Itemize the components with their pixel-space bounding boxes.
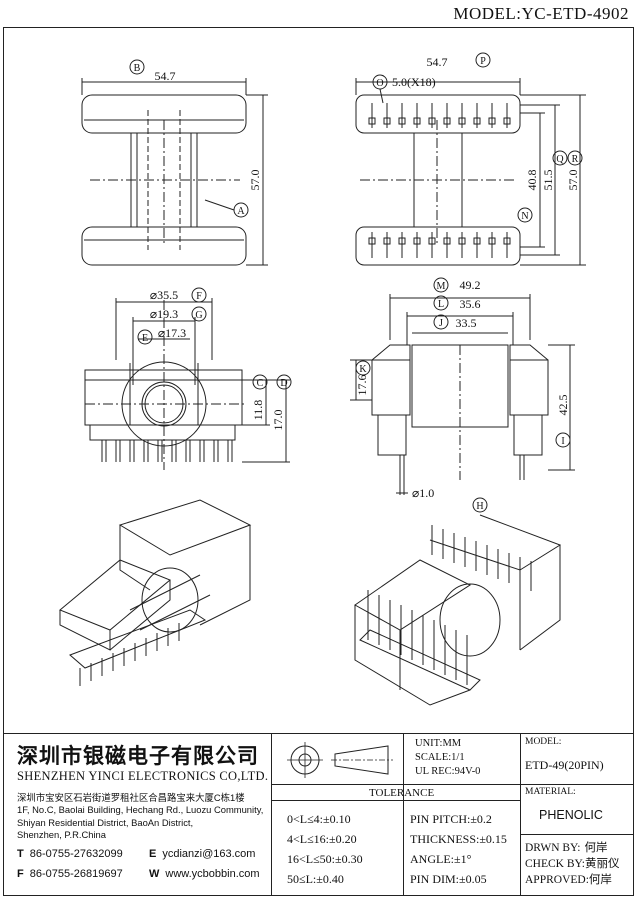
tolerance-1: 0<L≤4:±0.10: [287, 812, 351, 826]
pin-slot: [383, 117, 391, 125]
tolerance-title: TOLERANCE: [369, 787, 435, 799]
pin-slot: [458, 117, 466, 125]
material-label: MATERIAL:: [525, 787, 576, 797]
model-value: ETD-49(20PIN): [525, 758, 604, 772]
unit: UNIT:MM: [415, 738, 462, 749]
pin-row-bottom: [368, 232, 511, 258]
pin-pitch-tolerance: PIN PITCH:±0.2: [410, 812, 492, 826]
pin-slot: [488, 237, 496, 245]
dim-d35: ⌀35.5: [150, 288, 178, 302]
pin-slot: [503, 237, 511, 245]
pin-slot: [383, 237, 391, 245]
ul-rec: UL REC:94V-0: [415, 766, 481, 777]
dim-pin-diameter: ⌀1.0: [412, 486, 434, 500]
drawn-by: DRWN BY:何岸: [525, 842, 608, 854]
isometric-view-right: [354, 514, 562, 706]
tolerance-2: 4<L≤16:±0.20: [287, 832, 357, 846]
projection-symbol: [287, 742, 393, 778]
pin-row-top: [368, 103, 511, 128]
tag-e: E: [142, 333, 148, 344]
iso-pins-right: [367, 525, 532, 685]
model-title: MODEL:YC-ETD-4902: [453, 4, 629, 23]
dim-11-8: 11.8: [251, 400, 265, 421]
dim-40-8: 40.8: [525, 170, 539, 191]
tag-m: M: [437, 281, 446, 292]
drawing-frame: [3, 27, 634, 896]
tag-r: R: [572, 154, 579, 165]
pin-slot: [458, 237, 466, 245]
dim-33-5: 33.5: [456, 316, 477, 330]
tag-n: N: [521, 211, 528, 222]
pin-slot: [428, 117, 436, 125]
front-view: [84, 287, 292, 470]
pin-slot: [368, 237, 376, 245]
pin-slot: [473, 237, 481, 245]
tag-d: D: [280, 378, 287, 389]
tag-j: J: [439, 318, 443, 329]
pin-slot: [488, 117, 496, 125]
tag-p: P: [480, 56, 486, 67]
model-label: MODEL:: [525, 737, 562, 747]
dim-top-left-width: 54.7: [155, 69, 176, 83]
pin-dim-tolerance: PIN DIM:±0.05: [410, 872, 487, 886]
dim-pin-pitch: 5.0(X18): [392, 75, 436, 89]
tag-c: C: [257, 378, 264, 389]
pin-slot: [503, 117, 511, 125]
tag-q: Q: [556, 154, 564, 165]
approved-by: APPROVED:何岸: [525, 874, 612, 886]
company-name-en: SHENZHEN YINCI ELECTRONICS CO,LTD.: [17, 769, 269, 783]
thickness-tolerance: THICKNESS:±0.15: [410, 832, 507, 846]
tolerance-3: 16<L≤50:±0.30: [287, 852, 363, 866]
dim-top-left-height: 57.0: [248, 170, 262, 191]
tag-i: I: [561, 436, 564, 447]
dim-d17: ⌀17.3: [158, 326, 186, 340]
pin-slot: [398, 237, 406, 245]
tag-b: B: [134, 63, 141, 74]
dim-d19: ⌀19.3: [150, 307, 178, 321]
tolerance-4: 50≤L:±0.40: [287, 872, 344, 886]
pin-slot: [443, 237, 451, 245]
dim-17-0: 17.0: [271, 410, 285, 431]
dim-top-right-width: 54.7: [427, 55, 448, 69]
tag-a: A: [237, 206, 245, 217]
scale: SCALE:1/1: [415, 752, 465, 763]
angle-tolerance: ANGLE:±1°: [410, 852, 472, 866]
tag-f: F: [196, 291, 202, 302]
isometric-view-left: [59, 499, 252, 669]
pin-slot: [473, 117, 481, 125]
title-block: 深圳市银磁电子有限公司 SHENZHEN YINCI ELECTRONICS C…: [3, 733, 634, 896]
tag-o: O: [376, 78, 383, 89]
company-name-cn: 深圳市银磁电子有限公司: [17, 744, 259, 768]
dim-17-6: 17.6: [355, 375, 369, 396]
pin-slot: [428, 237, 436, 245]
dim-49-2: 49.2: [460, 278, 481, 292]
pin-slot: [443, 117, 451, 125]
iso-pins-left: [79, 623, 180, 686]
tag-k: K: [359, 364, 367, 375]
pin-slot: [413, 117, 421, 125]
pin-slot: [368, 117, 376, 125]
pin-slot: [398, 117, 406, 125]
checked-by: CHECK BY:黄丽仪: [525, 858, 620, 870]
tag-h: H: [476, 501, 483, 512]
dim-51-5: 51.5: [541, 170, 555, 191]
dim-42-5: 42.5: [556, 395, 570, 416]
tag-g: G: [195, 310, 202, 321]
side-view: [350, 277, 575, 513]
dim-57-0: 57.0: [566, 170, 580, 191]
top-view-right: [355, 52, 586, 266]
tag-l: L: [438, 299, 444, 310]
pin-row-front: [101, 440, 233, 462]
top-view-left: [81, 59, 268, 266]
material-value: PHENOLIC: [539, 808, 603, 822]
pin-slot: [413, 237, 421, 245]
company-address: 深圳市宝安区石岩街道罗租社区合昌路宝来大厦C栋1楼 1F, No.C, Baol…: [17, 792, 264, 841]
dim-35-6: 35.6: [460, 297, 481, 311]
